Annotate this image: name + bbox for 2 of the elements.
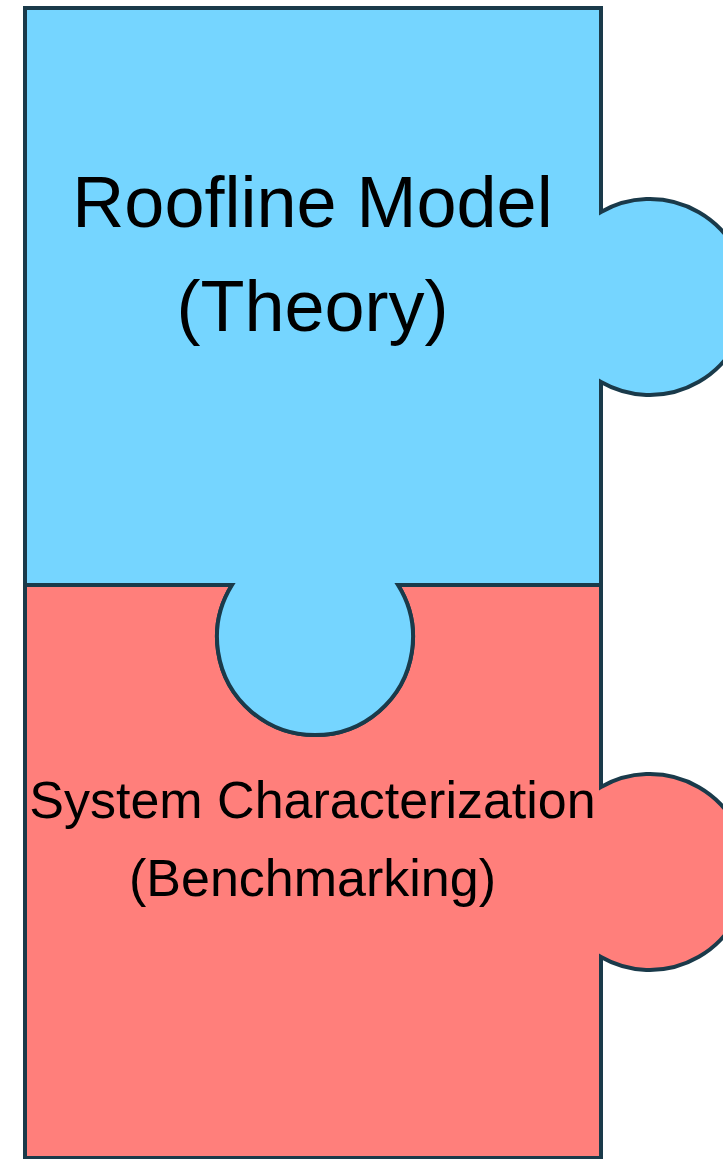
piece-label: System Characterization (Benchmarking) bbox=[28, 770, 597, 909]
piece-label: Roofline Model (Theory) bbox=[71, 161, 554, 348]
